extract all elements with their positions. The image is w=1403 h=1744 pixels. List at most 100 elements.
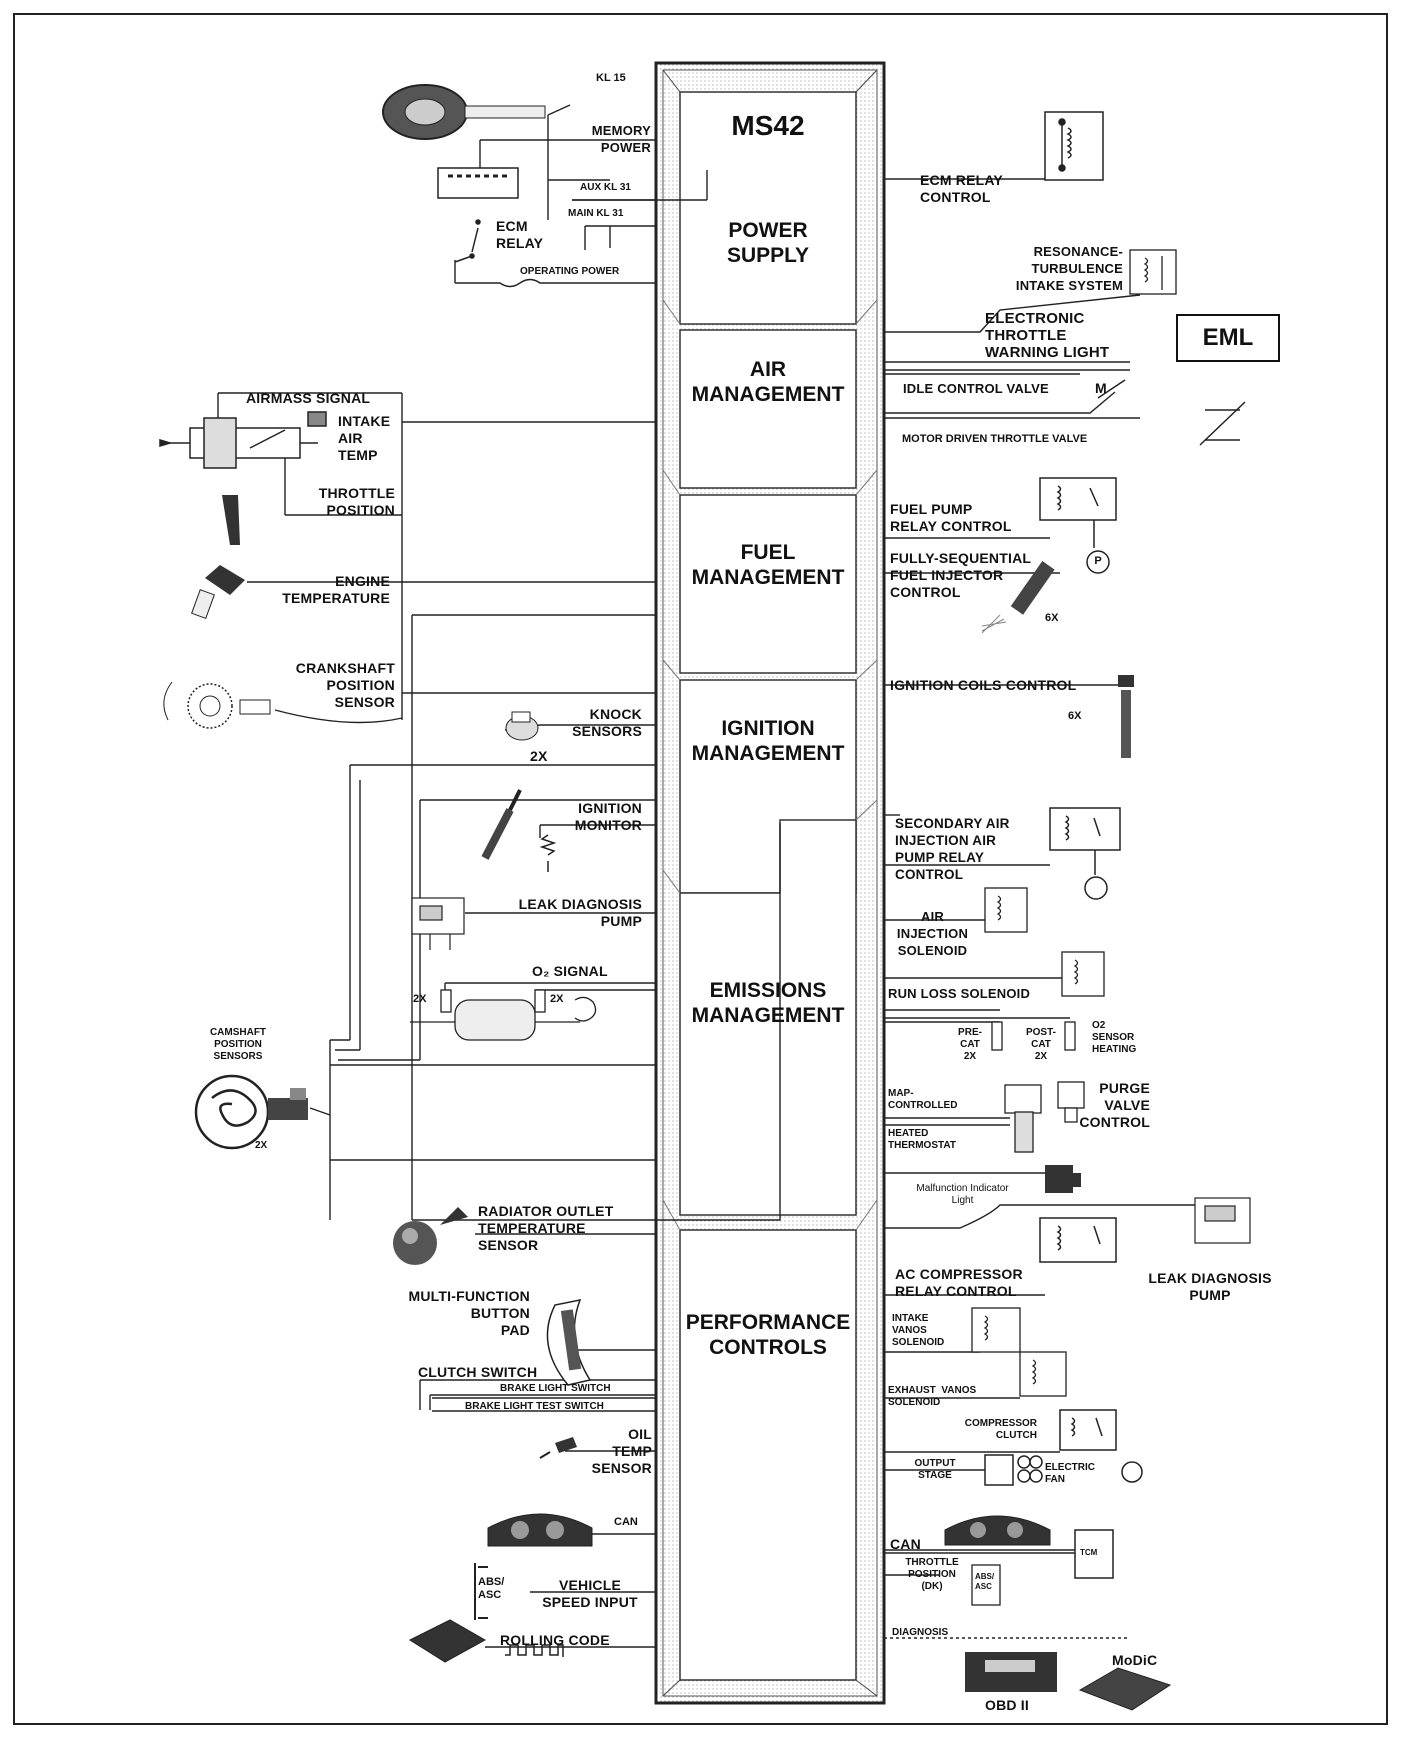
kl15-label: KL 15 — [596, 72, 626, 84]
abs-asc-right-label: ABS/ ASC — [975, 1572, 995, 1591]
throttle-position-dk-label: THROTTLE POSITION (DK) — [905, 1557, 959, 1592]
engine-temp-sensor-icon — [191, 565, 245, 620]
motor-driven-throttle-label: MOTOR DRIVEN THROTTLE VALVE — [902, 433, 1088, 445]
airmass-meter-icon — [159, 411, 327, 469]
tcm-module-icon — [1074, 1529, 1114, 1579]
ignition-coils-label: IGNITION COILS CONTROL — [890, 677, 1077, 693]
brake-light-test-switch-label: BRAKE LIGHT TEST SWITCH — [465, 1401, 604, 1412]
vehicle-speed-input-label: VEHICLE SPEED INPUT — [542, 1577, 638, 1610]
clutch-switch-label: CLUTCH SWITCH — [418, 1364, 538, 1380]
ignition-monitor-label: IGNITION MONITOR — [574, 800, 642, 833]
resonance-valve-icon — [1129, 249, 1177, 295]
engine-temperature-label: ENGINE TEMPERATURE — [282, 573, 390, 606]
electric-fan-label: ELECTRIC FAN — [1045, 1462, 1095, 1485]
compressor-clutch-relay-icon — [1059, 1409, 1143, 1483]
aux-kl31-label: AUX KL 31 — [580, 182, 631, 193]
exhaust-vanos-icon — [1019, 1351, 1067, 1397]
ecm-box — [654, 61, 886, 1705]
run-loss-solenoid-label: RUN LOSS SOLENOID — [888, 986, 1031, 1001]
ecm-relay-coil-icon — [1044, 111, 1104, 181]
throttle-position-label: THROTTLE POSITION — [318, 485, 395, 518]
diagnosis-label: DIAGNOSIS — [892, 1627, 949, 1638]
leak-diagnosis-pump-left-label: LEAK DIAGNOSIS PUMP — [518, 896, 642, 929]
rolling-code-label: ROLLING CODE — [500, 1632, 610, 1648]
power-supply-label: POWER SUPPLY — [726, 219, 810, 267]
performance-controls-label: PERFORMANCE CONTROLS — [685, 1311, 851, 1359]
fuel-pump-relay-label: FUEL PUMP RELAY CONTROL — [890, 501, 1012, 534]
air-management-block — [679, 329, 857, 489]
button-pad-icon — [546, 1299, 592, 1386]
pump-p-label: P — [1094, 555, 1102, 567]
left-wires — [217, 104, 708, 1648]
purge-valve-icon — [1057, 1081, 1085, 1123]
power-supply-block — [679, 91, 857, 325]
operating-power-label: OPERATING POWER — [520, 266, 620, 277]
intake-vanos-label: INTAKE VANOS SOLENOID — [892, 1313, 945, 1348]
electronic-throttle-label: ELECTRONIC THROTTLE WARNING LIGHT — [985, 310, 1110, 361]
obd-ii-label: OBD II — [985, 1697, 1029, 1713]
spark-plug-icon — [481, 789, 557, 872]
secondary-air-relay-icon — [1049, 807, 1121, 900]
compressor-clutch-label: COMPRESSOR CLUTCH — [964, 1418, 1037, 1441]
map-controlled-label: MAP- CONTROLLED — [888, 1088, 958, 1111]
motor-idle-icon — [1097, 379, 1126, 399]
leak-pump-right-icon — [1194, 1197, 1251, 1244]
camshaft-sensors-label: CAMSHAFT POSITION SENSORS — [209, 1027, 267, 1062]
motor-m-label: M — [1095, 380, 1107, 396]
air-injection-solenoid-icon — [984, 887, 1028, 933]
ews-module-icon — [408, 1619, 564, 1663]
fuel-pump-relay-icon — [1039, 477, 1117, 548]
post-cat-label: POST- CAT 2X — [1025, 1027, 1056, 1062]
abs-module-icon — [971, 1564, 1001, 1606]
purge-valve-label: PURGE VALVE CONTROL — [1079, 1080, 1150, 1130]
fuel-management-block — [679, 494, 857, 674]
key-fob-icon — [382, 84, 546, 140]
main-kl31-label: MAIN KL 31 — [568, 208, 624, 219]
ecm-relay-label: ECM RELAY — [496, 218, 544, 251]
can-right-label: CAN — [890, 1536, 921, 1552]
instrument-cluster-right-icon — [944, 1515, 1051, 1546]
performance-controls-block — [679, 1229, 857, 1681]
fuel-management-label: FUEL MANAGEMENT — [691, 541, 845, 589]
injector-count-label: 6X — [1045, 612, 1059, 624]
abs-bracket-icon — [474, 1563, 488, 1620]
memory-power-label: MEMORY POWER — [591, 123, 651, 155]
modic-tester-icon — [1078, 1667, 1172, 1711]
camshaft-count-label: 2X — [255, 1140, 268, 1151]
brake-light-switch-label: BRAKE LIGHT SWITCH — [500, 1383, 611, 1394]
fuel-injector-control-label: FULLY-SEQUENTIAL FUEL INJECTOR CONTROL — [890, 550, 1032, 600]
ignition-management-label: IGNITION MANAGEMENT — [691, 717, 845, 765]
intake-vanos-icon — [971, 1307, 1021, 1353]
fuel-pump-icon — [1086, 550, 1110, 574]
instrument-cluster-icon — [487, 1513, 593, 1547]
intake-air-temp-label: INTAKE AIR TEMP — [338, 413, 391, 463]
abs-asc-left-label: ABS/ ASC — [478, 1576, 505, 1601]
radiator-outlet-label: RADIATOR OUTLET TEMPERATURE SENSOR — [478, 1203, 614, 1253]
oil-temp-sensor-label: OIL TEMP SENSOR — [591, 1426, 652, 1476]
o2-heater-icons — [991, 1021, 1076, 1051]
crankshaft-sensor-label: CRANKSHAFT POSITION SENSOR — [295, 660, 395, 710]
throttle-valve-icon — [1199, 401, 1246, 446]
output-stage-label: OUTPUT STAGE — [914, 1458, 956, 1481]
relay-switch-icon — [454, 219, 481, 263]
tcm-label: TCM — [1080, 1548, 1098, 1557]
idle-control-valve-label: IDLE CONTROL VALVE — [903, 381, 1049, 396]
multi-function-pad-label: MULTI-FUNCTION BUTTON PAD — [408, 1288, 530, 1338]
resonance-turbulence-label: RESONANCE- TURBULENCE INTAKE SYSTEM — [1015, 244, 1123, 293]
ignition-coil-icon — [1118, 675, 1134, 758]
leak-diagnosis-pump-right-label: LEAK DIAGNOSIS PUMP — [1148, 1270, 1272, 1303]
oil-temp-sensor-icon — [539, 1437, 577, 1459]
diagram-frame — [13, 13, 1388, 1725]
camshaft-sensor-icon — [194, 1074, 308, 1150]
catalytic-converter-icon — [410, 989, 597, 1041]
thermostat-icon — [1004, 1084, 1042, 1153]
right-wires — [884, 168, 1200, 1639]
o2-count-b-label: 2X — [550, 993, 564, 1005]
heated-thermostat-label: HEATED THERMOSTAT — [888, 1128, 956, 1151]
mil-engine-icon — [1045, 1165, 1081, 1193]
eml-warning-box: EML — [1176, 314, 1280, 362]
air-management-label: AIR MANAGEMENT — [691, 358, 845, 406]
o2-count-a-label: 2X — [413, 993, 427, 1005]
can-left-label: CAN — [614, 1516, 638, 1528]
